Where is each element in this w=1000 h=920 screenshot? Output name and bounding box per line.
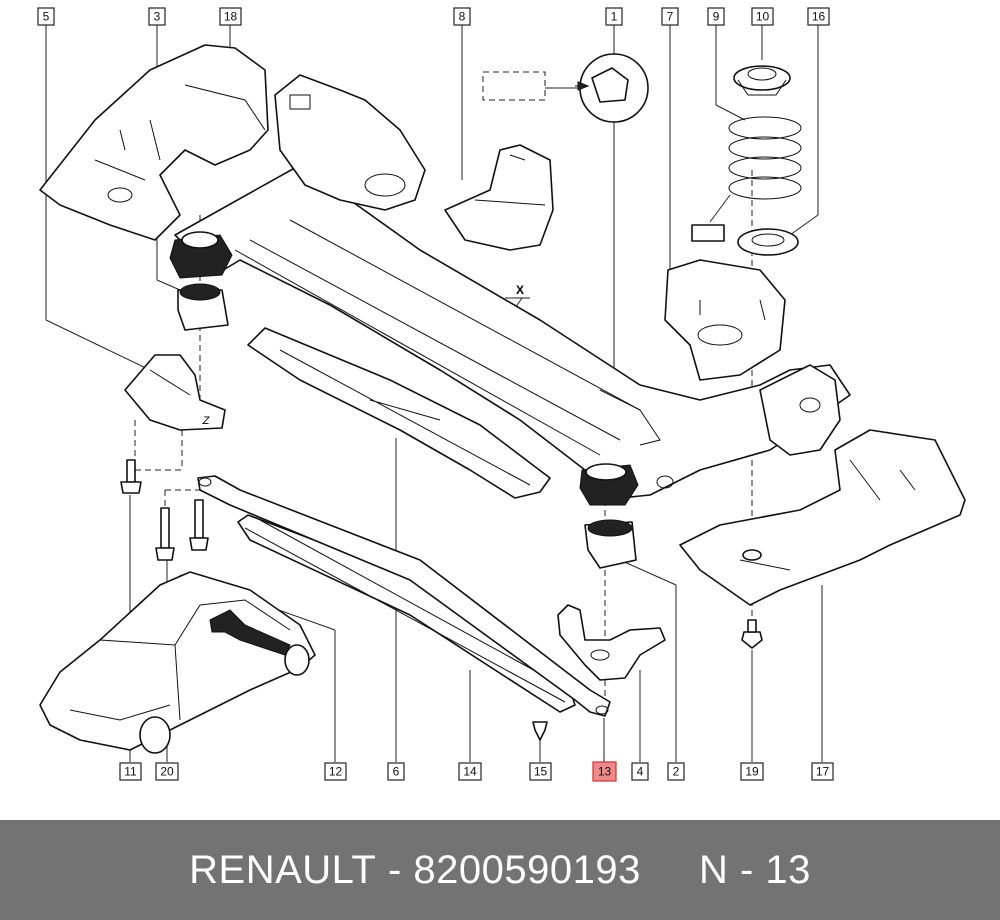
footer-index: 13	[765, 847, 811, 892]
callout-9[interactable]: 9	[707, 7, 725, 26]
part-16-spring-seat-lower	[737, 228, 799, 256]
svg-text:9: 9	[713, 10, 720, 24]
svg-text:5: 5	[43, 10, 50, 24]
callout-2[interactable]: 2	[667, 762, 685, 781]
callout-6[interactable]: 6	[387, 762, 405, 781]
svg-text:17: 17	[816, 765, 830, 779]
svg-text:10: 10	[756, 10, 770, 24]
part-11-bolt	[120, 459, 142, 494]
callout-7[interactable]: 7	[661, 7, 679, 26]
footer-separator-1: -	[376, 847, 414, 892]
callout-4[interactable]: 4	[631, 762, 649, 781]
rear-axle-beam	[174, 74, 851, 501]
svg-text:16: 16	[812, 10, 826, 24]
label-z: Z	[202, 415, 211, 427]
svg-text:4: 4	[637, 765, 644, 779]
part-4-bracket-right	[557, 604, 666, 681]
part-8-center-shield	[444, 144, 554, 251]
part-2-bushings-right	[579, 463, 639, 569]
callout-1[interactable]: 1	[605, 7, 623, 26]
part-5-bracket-left: Z	[124, 354, 226, 431]
callout-14[interactable]: 14	[458, 762, 482, 781]
svg-text:12: 12	[329, 765, 343, 779]
label-x: X	[516, 283, 524, 297]
footer-brand: RENAULT	[189, 847, 377, 892]
svg-text:19: 19	[745, 765, 759, 779]
callout-15[interactable]: 15	[529, 762, 552, 781]
part-20-bolts	[155, 499, 209, 561]
car-illustration	[39, 571, 316, 754]
callout-8[interactable]: 8	[453, 7, 471, 26]
footer-separator-2: N -	[640, 847, 766, 892]
svg-text:7: 7	[667, 10, 674, 24]
svg-text:6: 6	[393, 765, 400, 779]
part-9-coil-spring	[691, 116, 802, 242]
part-12-tie-rod	[197, 475, 611, 717]
callout-17[interactable]: 17	[811, 762, 834, 781]
part-info-footer: RENAULT - 8200590193 N - 13	[0, 820, 1000, 920]
callout-19[interactable]: 19	[740, 762, 764, 781]
callout-20[interactable]: 20	[155, 762, 179, 781]
svg-text:15: 15	[534, 765, 548, 779]
part-19-clip	[741, 619, 763, 649]
footer-part-number: 8200590193	[413, 847, 641, 892]
leader-lines	[45, 25, 823, 762]
callout-12[interactable]: 12	[324, 762, 347, 781]
callout-13-highlighted[interactable]: 13	[592, 761, 617, 782]
svg-text:1: 1	[611, 10, 618, 24]
callout-10[interactable]: 10	[751, 7, 774, 26]
svg-text:8: 8	[459, 10, 466, 24]
part-10-spring-seat-upper	[733, 65, 791, 96]
callout-18[interactable]: 18	[219, 7, 242, 26]
svg-text:2: 2	[673, 765, 680, 779]
part-17-right-underbody-shield	[679, 429, 966, 606]
callout-16[interactable]: 16	[807, 7, 830, 26]
callout-11[interactable]: 11	[119, 762, 142, 781]
svg-text:18: 18	[224, 10, 238, 24]
part-1-detail-bubble	[575, 53, 649, 123]
part-6-center-rail	[247, 327, 551, 499]
svg-text:11: 11	[124, 765, 137, 779]
part-3-bushings-left	[169, 231, 233, 331]
callout-5[interactable]: 5	[37, 7, 55, 26]
svg-text:3: 3	[154, 10, 161, 24]
svg-text:20: 20	[160, 765, 174, 779]
part-18-heat-shield-left	[39, 44, 269, 241]
part-7-right-shield	[664, 259, 786, 381]
svg-text:13: 13	[598, 765, 612, 779]
rear-axle-exploded-diagram: Z	[37, 7, 966, 782]
callout-3[interactable]: 3	[148, 7, 166, 26]
part-15-clip	[532, 721, 548, 741]
svg-text:14: 14	[463, 765, 477, 779]
